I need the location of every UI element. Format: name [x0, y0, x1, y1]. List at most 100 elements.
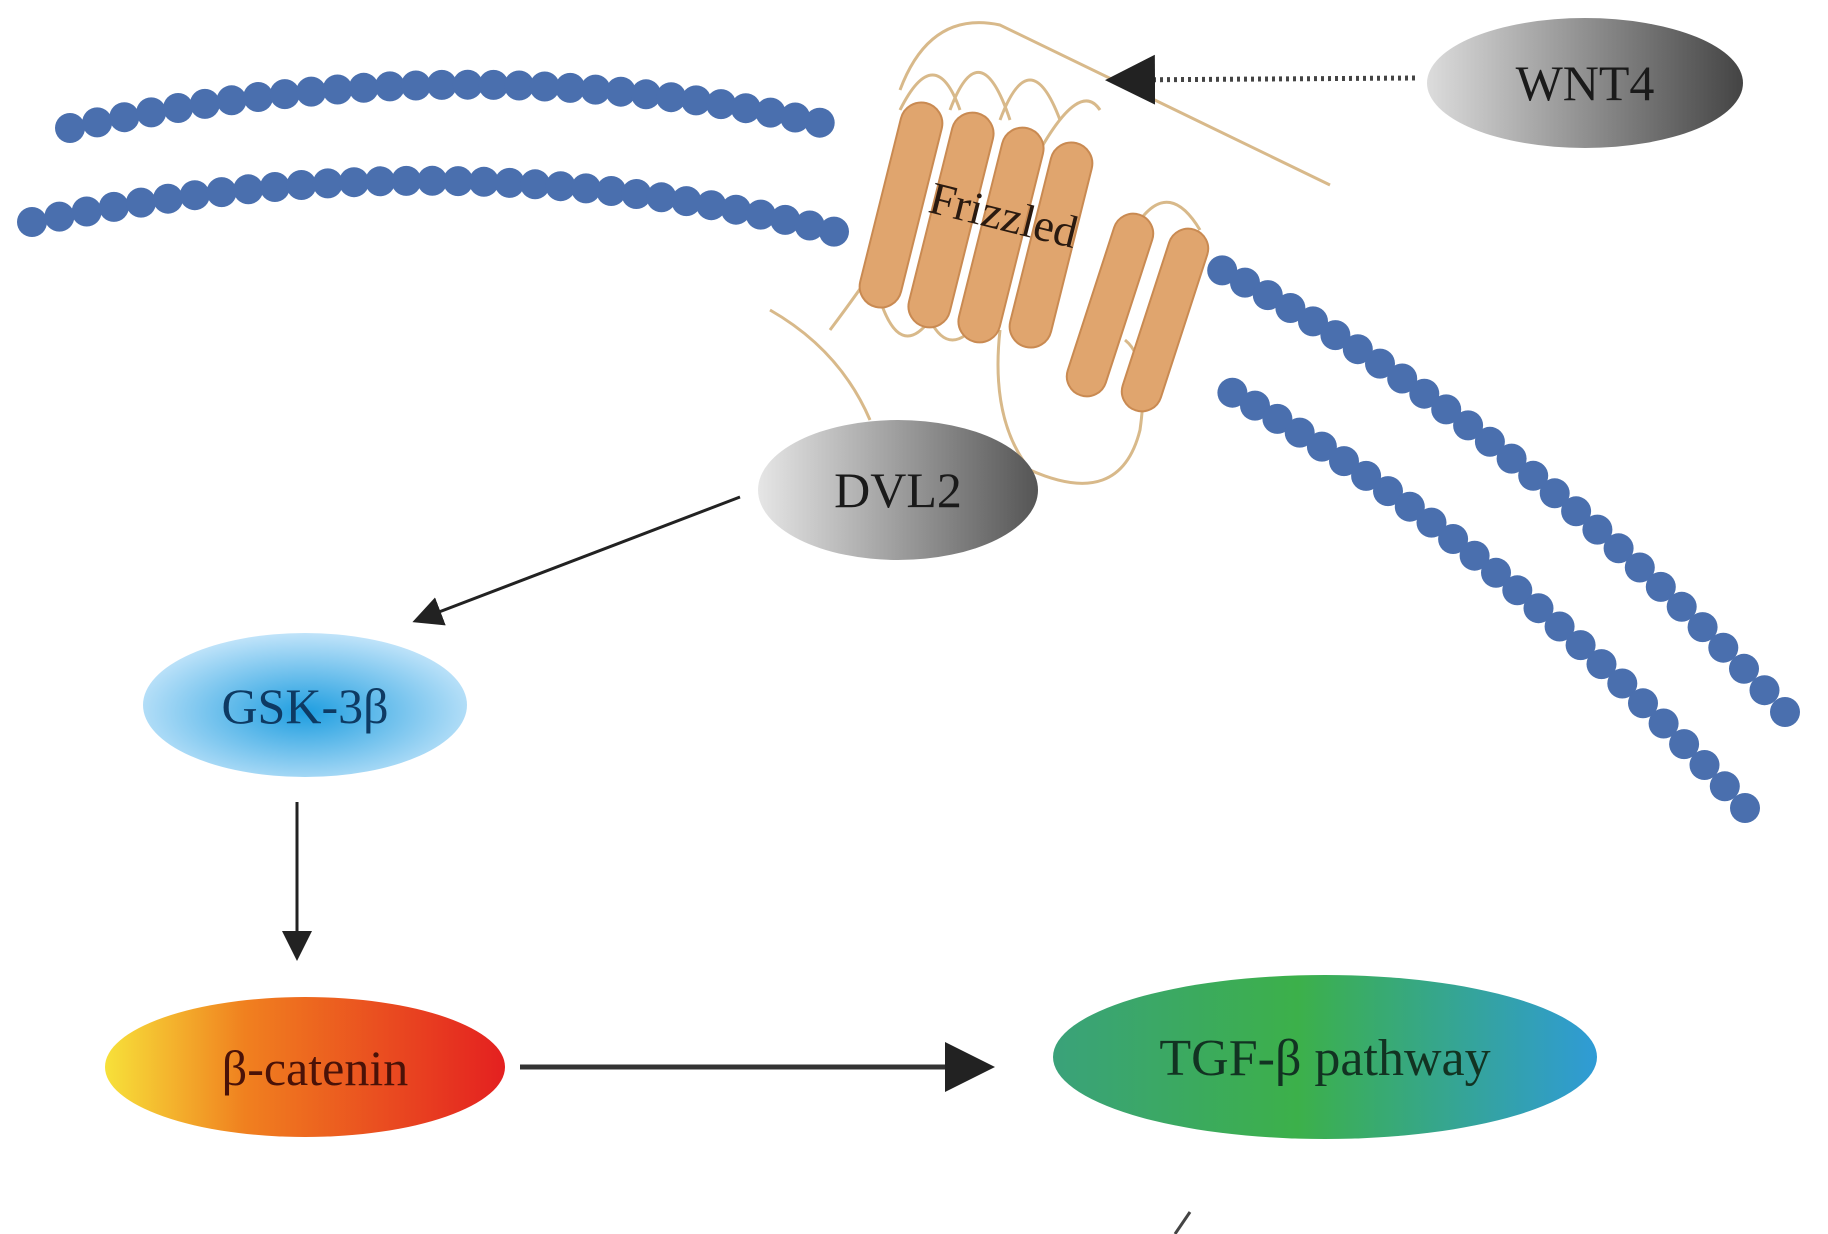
membrane-bead-outer [1320, 320, 1351, 351]
membrane-bead-inner [339, 167, 369, 198]
membrane-bead-inner [286, 170, 317, 200]
membrane-bead-inner [520, 169, 551, 200]
membrane-bead-outer [1474, 426, 1505, 457]
membrane-bead-inner [1628, 688, 1658, 719]
membrane-bead-outer [1539, 478, 1570, 509]
membrane-bead-inner [259, 172, 290, 202]
membrane-bead-inner [17, 207, 47, 237]
membrane-bead-inner [1394, 491, 1425, 522]
membrane-bead-outer [452, 69, 483, 100]
membrane-bead-outer [631, 79, 661, 110]
membrane-bead-outer [555, 72, 586, 103]
membrane-bead-inner [1284, 417, 1315, 448]
membrane-bead-inner [1416, 507, 1447, 538]
membrane-bead-inner [1565, 630, 1596, 661]
membrane-bead-inner [494, 167, 525, 198]
membrane-bead-inner [545, 171, 576, 202]
wnt4-label: WNT4 [1516, 55, 1655, 111]
membrane-bead-outer [1729, 653, 1759, 684]
membrane-bead-outer [163, 93, 194, 123]
membrane-bead-outer [1624, 552, 1655, 583]
partial-arrow-fragment [1173, 1211, 1192, 1234]
membrane-bead-inner [126, 187, 156, 218]
membrane-bead-outer [136, 97, 167, 128]
membrane-bead-inner [1648, 708, 1679, 739]
membrane-bead-inner [233, 174, 264, 205]
membrane-bead-inner [1523, 593, 1554, 624]
intracellular-tail-left [769, 308, 872, 421]
membrane-bead-outer [478, 69, 509, 100]
membrane-bead-outer [1749, 675, 1780, 706]
membrane-bead-inner [153, 183, 183, 214]
membrane-bead-inner [621, 179, 652, 209]
tgf-beta-node: TGF-β pathway [1053, 975, 1597, 1139]
membrane-bead-outer [681, 85, 712, 116]
gsk3b-node: GSK-3β [143, 633, 467, 777]
membrane-bead-inner [1586, 649, 1617, 680]
membrane-bead-outer [780, 102, 811, 133]
membrane-bead-outer [1207, 255, 1238, 286]
membrane-bead-inner [696, 190, 727, 221]
membrane-bead-outer [322, 74, 353, 105]
membrane-bead-inner [770, 204, 801, 235]
membrane-bead-outer [580, 74, 611, 105]
membrane-bead-outer [1275, 293, 1306, 323]
membrane-bead-outer [1518, 460, 1549, 491]
membrane-bead-inner [1262, 403, 1293, 434]
membrane-bead-inner [794, 210, 825, 241]
membrane-bead-outer [1342, 334, 1373, 365]
membrane-bead-outer [1496, 443, 1527, 474]
frizzled-receptor [858, 101, 1210, 413]
membrane-bead-outer [1561, 496, 1592, 527]
membrane-bead-outer [1770, 697, 1800, 727]
membrane-bead-inner [1669, 729, 1700, 760]
membrane-bead-outer [1252, 280, 1283, 311]
membrane-bead-outer [374, 71, 405, 102]
membrane-bead-outer [1603, 533, 1634, 564]
tgf-beta-label: TGF-β pathway [1159, 1030, 1490, 1087]
membrane-bead-inner [44, 201, 75, 232]
membrane-bead-inner [1544, 611, 1575, 642]
membrane-bead-outer [400, 70, 431, 101]
gsk3b-label: GSK-3β [221, 678, 388, 734]
membrane-bead-outer [1431, 394, 1462, 425]
membrane-bead-outer [529, 71, 560, 102]
membrane-bead-outer [269, 79, 300, 110]
membrane-bead-outer [1582, 514, 1613, 545]
membrane-bead-outer [55, 113, 85, 143]
membrane-bead-inner [1481, 557, 1511, 588]
membrane-bead-inner [468, 166, 499, 197]
membrane-bead-outer [216, 85, 247, 116]
membrane-bead-inner [1502, 575, 1533, 606]
membrane-bead-outer [804, 107, 835, 138]
dvl2-node: DVL2 [758, 420, 1038, 560]
membrane-bead-inner [1689, 750, 1720, 780]
membrane-bead-inner [71, 196, 102, 227]
membrane-bead-inner [1306, 431, 1337, 462]
membrane-bead-outer [1687, 612, 1718, 643]
membrane-bead-outer [1365, 348, 1395, 379]
membrane-bead-inner [1373, 476, 1403, 507]
membrane-bead-inner [391, 165, 422, 196]
membrane-bead-inner [1351, 460, 1382, 491]
membrane-bead-outer [1666, 591, 1697, 622]
beta-catenin-node: β-catenin [105, 997, 505, 1137]
membrane-bead-inner [1240, 390, 1270, 421]
membrane-bead-inner [571, 173, 601, 204]
membrane-bead-inner [646, 182, 677, 213]
membrane-bead-inner [1607, 668, 1638, 699]
dvl2-label: DVL2 [834, 462, 962, 518]
membrane-bead-inner [312, 168, 343, 199]
membrane-bead-inner [1730, 793, 1760, 823]
membrane-bead-outer [296, 76, 327, 107]
arrow-dvl2-to-gsk3b [412, 495, 741, 626]
membrane-bead-inner [745, 199, 776, 230]
membrane-bead-inner [98, 191, 129, 222]
membrane-bead-outer [426, 69, 457, 100]
membrane-bead-inner [671, 186, 702, 217]
membrane-bead-outer [706, 89, 736, 120]
membrane-bead-outer [1230, 267, 1260, 298]
membrane-bead-inner [1438, 524, 1469, 554]
membrane-bead-inner [365, 166, 396, 197]
